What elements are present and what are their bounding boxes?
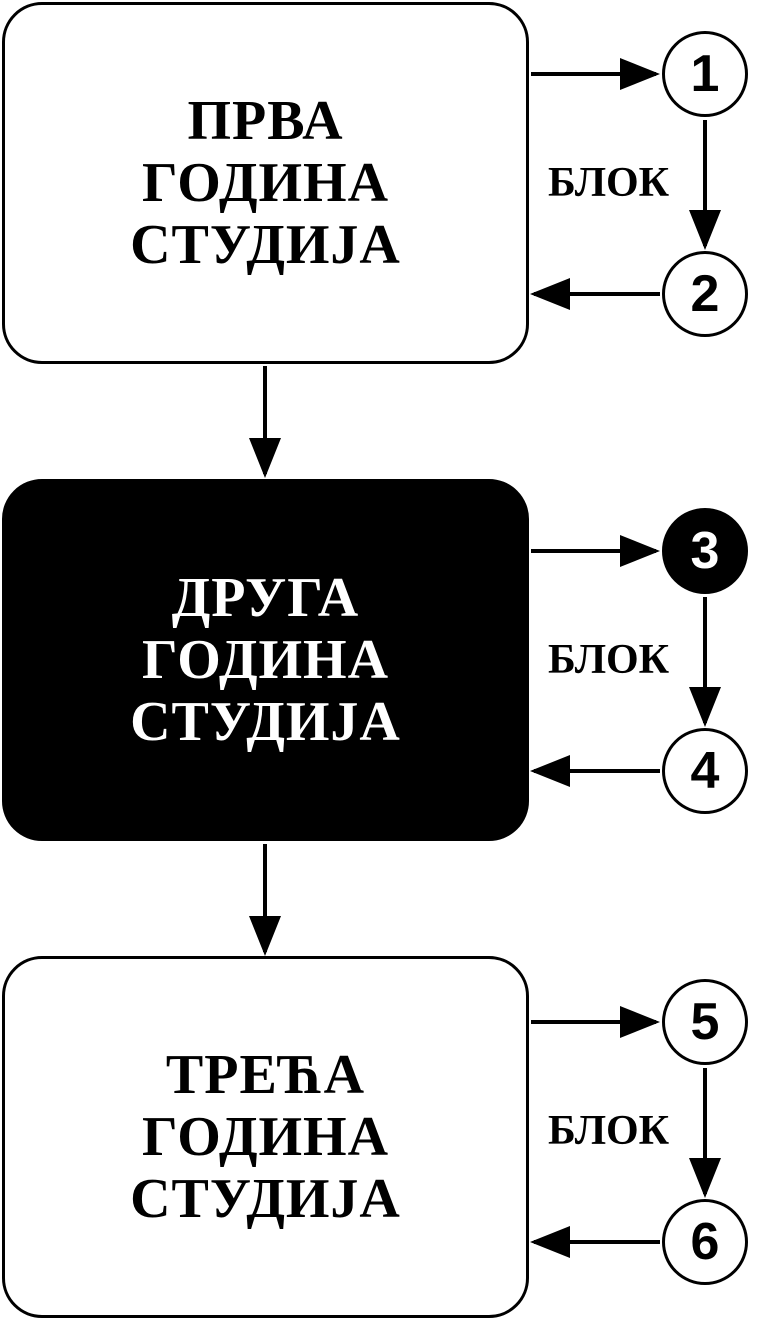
block-circle-1: 1 [662, 31, 748, 117]
block-circle-3: 3 [662, 508, 748, 594]
year-box-line: ГОДИНА [141, 152, 390, 214]
year-box-line: ГОДИНА [141, 1106, 390, 1168]
block-label: БЛОК [548, 160, 670, 206]
year-box-third: ТРЕЋА ГОДИНА СТУДИЈА [2, 956, 529, 1318]
block-circle-4: 4 [662, 728, 748, 814]
block-circle-5: 5 [662, 979, 748, 1065]
year-box-line: ПРВА [187, 90, 344, 152]
year-box-second: ДРУГА ГОДИНА СТУДИЈА [2, 479, 529, 841]
block-label: БЛОК [548, 637, 670, 683]
block-circle-6: 6 [662, 1199, 748, 1285]
block-label: БЛОК [548, 1108, 670, 1154]
year-box-line: ГОДИНА [141, 629, 390, 691]
year-box-line: СТУДИЈА [130, 1168, 401, 1230]
year-box-line: ТРЕЋА [165, 1044, 366, 1106]
year-box-line: СТУДИЈА [130, 214, 401, 276]
year-box-line: СТУДИЈА [130, 691, 401, 753]
block-circle-2: 2 [662, 251, 748, 337]
year-box-line: ДРУГА [171, 567, 360, 629]
year-box-first: ПРВА ГОДИНА СТУДИЈА [2, 2, 529, 364]
